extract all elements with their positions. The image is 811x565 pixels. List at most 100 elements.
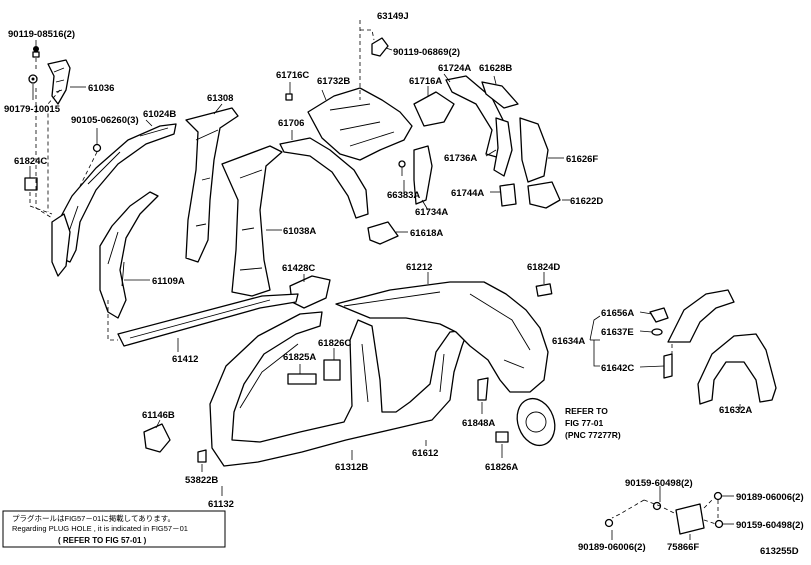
label-61824D: 61824D (527, 262, 560, 273)
rail-61724A (445, 75, 509, 159)
label-61024B: 61024B (143, 109, 176, 120)
label-61038A: 61038A (283, 226, 316, 237)
bolt-90159-60498-b (714, 519, 724, 529)
bracket-61618A (367, 221, 399, 245)
label-61724A: 61724A (438, 63, 471, 74)
note-refer: ( REFER TO FIG 57-01 ) (58, 536, 147, 545)
pillar-61038A (221, 145, 283, 297)
front-pillar-61024B (51, 123, 177, 277)
plug-61824C (24, 177, 38, 191)
housing-77277R (516, 397, 556, 447)
label-90179-10015: 90179-10015 (4, 104, 61, 115)
label-61212: 61212 (406, 262, 432, 273)
label-90189-06006-right: 90189-06006(2) (736, 492, 804, 503)
extension-61626F (519, 117, 549, 183)
bracket-61734A (413, 145, 433, 205)
label-61825A: 61825A (283, 352, 316, 363)
label-61308: 61308 (207, 93, 233, 104)
label-61637E: 61637E (601, 327, 634, 338)
label-90105-06260: 90105-06260(3) (71, 115, 139, 126)
center-pillar-61308 (185, 107, 239, 263)
plug-61826A (495, 431, 509, 443)
bracket-61628B (481, 81, 519, 109)
bolt-90189-06006-b (604, 518, 614, 528)
leader-lines (29, 40, 741, 540)
wheel-housing-outer-61632A (697, 333, 777, 405)
note-japanese: プラグホールはFIG57－01に掲載してあります。 (12, 513, 175, 523)
bracket-61744A (499, 183, 517, 207)
note-english: Regarding PLUG HOLE , it is indicated in… (12, 524, 188, 533)
label-61732B: 61732B (317, 76, 350, 87)
nut-90179-10015 (28, 74, 38, 84)
label-61109A: 61109A (152, 276, 185, 287)
label-90189-06006-bottom: 90189-06006(2) (578, 542, 646, 553)
body-side-outer-61312B (209, 311, 469, 467)
bracket-61146B (143, 423, 171, 453)
label-61428C: 61428C (282, 263, 315, 274)
label-61618A: 61618A (410, 228, 443, 239)
label-90159-60498-top: 90159-60498(2) (625, 478, 693, 489)
label-61848A: 61848A (462, 418, 495, 429)
inner-pillar-61109A (99, 191, 159, 319)
label-61656A: 61656A (601, 308, 634, 319)
label-61632A: 61632A (719, 405, 752, 416)
label-53822B: 53822B (185, 475, 218, 486)
bracket-61716A (413, 91, 455, 127)
label-61412: 61412 (172, 354, 198, 365)
clip-66383A (398, 160, 406, 176)
diagram-id: 613255D (760, 546, 799, 557)
quarter-outer-61212 (335, 281, 549, 393)
rocker-61412 (117, 293, 299, 347)
plug-hole-note: プラグホールはFIG57－01に掲載してあります。 Regarding PLUG… (2, 510, 226, 548)
label-63149J: 63149J (377, 11, 409, 22)
label-61622D: 61622D (570, 196, 603, 207)
bolt-90159-60498-a (652, 501, 662, 511)
label-61312B: 61312B (335, 462, 368, 473)
label-61716C: 61716C (276, 70, 309, 81)
label-61612: 61612 (412, 448, 438, 459)
rail-61736A (493, 117, 513, 177)
label-61146B: 61146B (142, 410, 175, 421)
plug-61824D (535, 283, 553, 297)
label-61628B: 61628B (479, 63, 512, 74)
label-61634A: 61634A (552, 336, 585, 347)
clip-61656A (649, 307, 669, 323)
clip-61716C (285, 93, 293, 101)
label-66383A: 66383A (387, 190, 420, 201)
refer-line-1: REFER TO (565, 406, 608, 416)
label-90119-08516: 90119-08516(2) (8, 29, 75, 40)
bracket-61036 (47, 59, 71, 105)
plug-53822B (197, 449, 207, 463)
insert-61825A (287, 373, 317, 385)
label-61826A: 61826A (485, 462, 518, 473)
label-61036: 61036 (88, 83, 114, 94)
label-61716A: 61716A (409, 76, 442, 87)
label-90159-60498-right: 90159-60498(2) (736, 520, 804, 531)
label-61826C: 61826C (318, 338, 351, 349)
bolt-90189-06006-a (713, 491, 723, 501)
label-61132: 61132 (208, 499, 234, 510)
quarter-inner-61732B (307, 87, 413, 161)
label-61642C: 61642C (601, 363, 634, 374)
insert-61826C (323, 359, 341, 381)
bracket-63149J (371, 37, 389, 57)
clip-61637E (651, 328, 663, 336)
bracket-61428C (289, 275, 331, 309)
part-labels: 90119-08516(2) 61036 90179-10015 90105-0… (4, 11, 804, 557)
bolt-90119-08516 (32, 46, 40, 58)
label-90119-06869: 90119-06869(2) (393, 47, 460, 58)
label-61626F: 61626F (566, 154, 598, 165)
roof-rail-61706 (279, 137, 369, 219)
label-61744A: 61744A (451, 188, 484, 199)
label-61706: 61706 (278, 118, 304, 129)
bracket-61622D (527, 181, 561, 209)
bracket-75866F (675, 503, 705, 535)
refer-line-2: FIG 77-01 (565, 418, 604, 428)
label-61824C: 61824C (14, 156, 47, 167)
bracket-61642C (663, 353, 673, 379)
refer-line-3: (PNC 77277R) (565, 430, 621, 440)
bracket-61848A (477, 377, 489, 401)
wheel-housing-61634A (667, 289, 735, 343)
dashed-lines (29, 20, 719, 525)
